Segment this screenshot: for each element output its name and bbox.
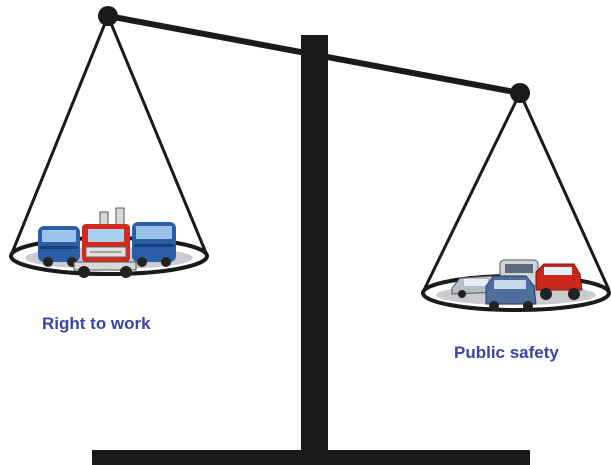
left-pan-strings xyxy=(10,15,208,254)
scale-post xyxy=(301,35,328,455)
bus-icon xyxy=(132,222,176,267)
right-pan-strings xyxy=(422,92,611,291)
right-to-work-label: Right to work xyxy=(42,314,151,333)
scale-beam xyxy=(105,13,523,96)
jeep-icon xyxy=(535,263,583,300)
public-safety-label: Public safety xyxy=(454,343,559,362)
scale-base xyxy=(92,450,530,465)
suv-icon xyxy=(485,275,537,311)
bus-icon xyxy=(38,226,80,267)
semi-truck-icon xyxy=(73,207,137,278)
